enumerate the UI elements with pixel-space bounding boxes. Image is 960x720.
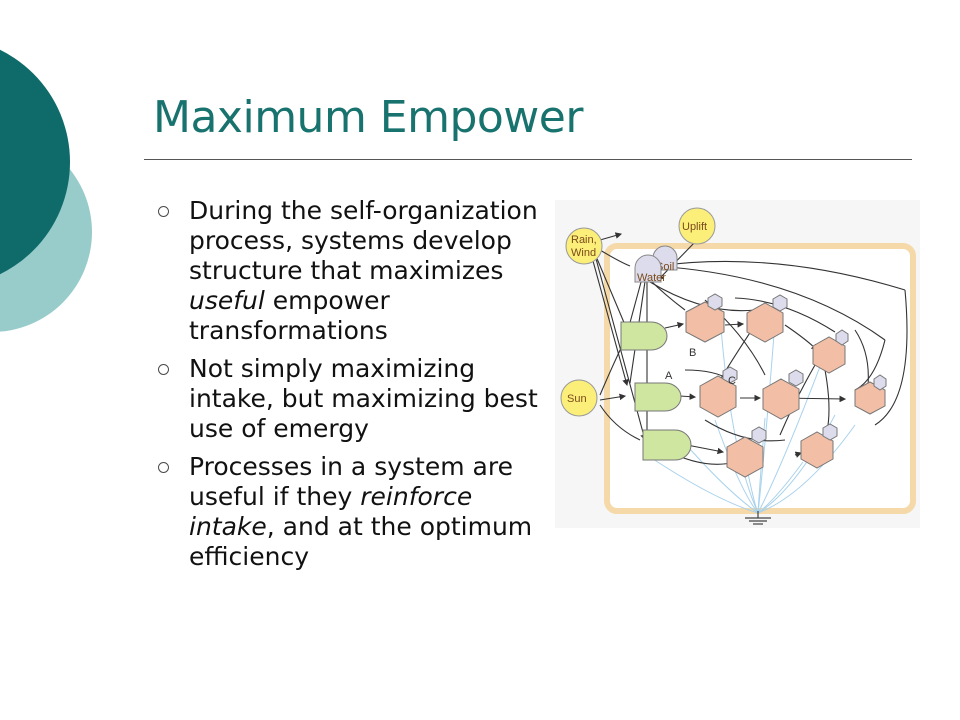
consumer-1 <box>685 301 725 343</box>
consumer-2-storage <box>772 294 788 312</box>
source-uplift: Uplift <box>678 207 716 245</box>
storage-water: Water <box>634 254 666 284</box>
consumer-1-storage <box>707 293 723 311</box>
heat-sink-icon <box>745 511 771 525</box>
node-label-b: B <box>689 347 696 359</box>
decorative-circles <box>0 49 92 332</box>
consumer-7-storage <box>751 426 767 444</box>
consumer-4-storage <box>722 366 738 384</box>
energy-systems-diagram: Rain, Wind Uplift Sun Soil Water <box>555 200 920 528</box>
consumer-4 <box>699 375 737 418</box>
system-boundary <box>604 243 916 514</box>
source-sun-label: Sun <box>567 393 587 405</box>
slide-title: Maximum Empower <box>153 92 583 143</box>
consumer-6-storage <box>873 374 887 391</box>
bullet-text: , and at the optimum efficiency <box>189 512 533 571</box>
producer-top <box>620 321 668 351</box>
dark-teal-circle <box>0 49 70 275</box>
consumer-7 <box>726 436 764 478</box>
producer-bottom <box>642 429 692 461</box>
bullet-item: During the self-organization process, sy… <box>158 196 553 346</box>
node-label-c: C <box>728 375 736 387</box>
bullet-text: Processes in a system are useful if they <box>189 452 513 511</box>
bullet-text-emphasis: reinforce intake <box>189 482 473 541</box>
source-sun: Sun <box>560 379 598 417</box>
consumer-2 <box>746 302 784 343</box>
consumer-3 <box>812 336 846 374</box>
consumer-5 <box>762 378 800 420</box>
consumer-5-storage <box>788 369 804 387</box>
consumers <box>685 293 887 478</box>
node-label-a: A <box>665 370 673 382</box>
bullet-text: Not simply maximizing intake, but maximi… <box>189 354 538 443</box>
consumer-8-storage <box>822 423 838 441</box>
bullet-item: Not simply maximizing intake, but maximi… <box>158 354 553 444</box>
source-rain-wind-label: Rain, <box>571 234 597 246</box>
consumer-8 <box>800 431 834 469</box>
storage-water-label: Water <box>637 272 666 284</box>
source-rain-wind-label-line2: Wind <box>571 247 596 259</box>
consumer-6 <box>854 381 886 415</box>
consumer-3-storage <box>835 329 849 346</box>
producer-middle <box>634 382 682 412</box>
bullet-circle-icon <box>158 364 169 375</box>
bullet-text-emphasis: useful <box>189 286 265 315</box>
bullet-list: During the self-organization process, sy… <box>158 196 553 580</box>
bullet-text: During the self-organization process, sy… <box>189 196 538 285</box>
source-rain-wind: Rain, Wind <box>565 227 603 265</box>
bullet-item: Processes in a system are useful if they… <box>158 452 553 572</box>
bullet-circle-icon <box>158 206 169 217</box>
source-uplift-label: Uplift <box>682 221 707 233</box>
title-divider <box>144 159 912 160</box>
bullet-circle-icon <box>158 462 169 473</box>
bullet-text: empower transformations <box>189 286 390 345</box>
